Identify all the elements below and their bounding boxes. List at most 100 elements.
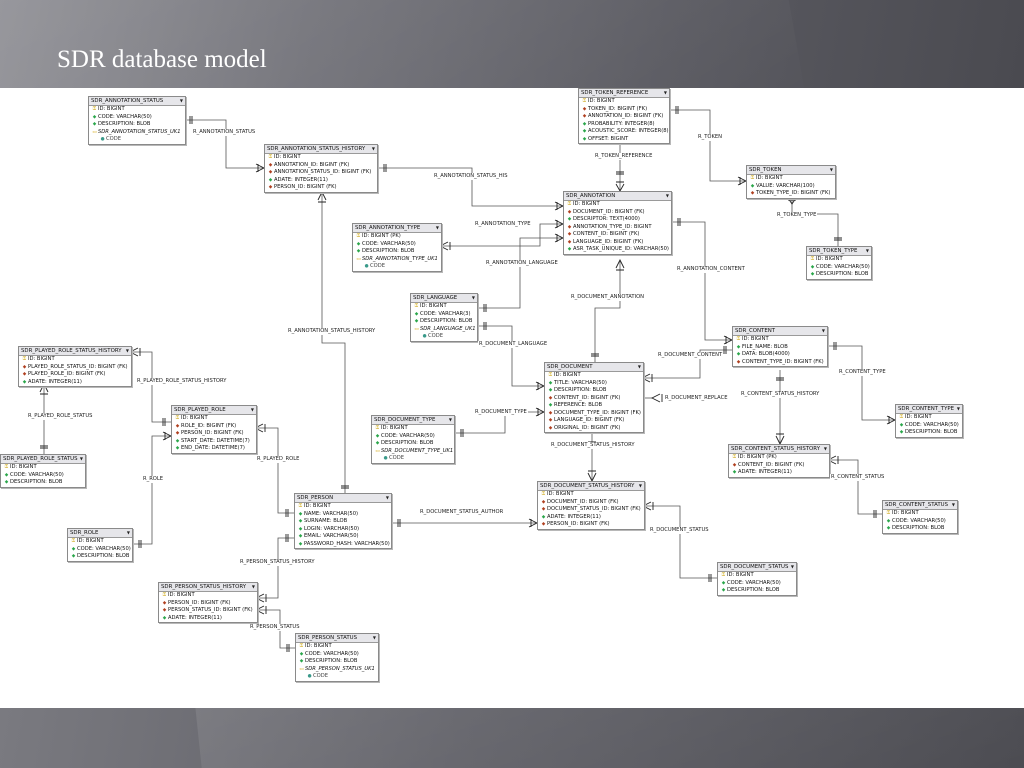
column-icon: ◆ bbox=[71, 546, 76, 552]
table-row: ⚿ID: BIGINT bbox=[807, 256, 871, 264]
table-row: ⚿ID: BIGINT bbox=[883, 510, 957, 518]
column-label: CODE: VARCHAR(50) bbox=[816, 263, 870, 270]
foreign-key-icon: ◆ bbox=[541, 499, 546, 505]
column-label: DESCRIPTION: BLOB bbox=[905, 429, 958, 435]
column-icon: ◆ bbox=[375, 441, 380, 446]
line-r-role bbox=[131, 435, 171, 545]
index-icon: ▭ bbox=[375, 448, 380, 454]
table-row: ◆PLAYED_ROLE_ID: BIGINT (FK) bbox=[19, 371, 131, 379]
table-row: ▭SDR_LANGUAGE_UK1 bbox=[411, 326, 477, 334]
column-label: ADATE: INTEGER(11) bbox=[168, 614, 222, 621]
foreign-key-icon: ◆ bbox=[548, 418, 553, 423]
index-icon: ▭ bbox=[299, 666, 304, 672]
column-icon: ◆ bbox=[4, 480, 9, 485]
table-row: ▭SDR_DOCUMENT_TYPE_UK1 bbox=[372, 448, 454, 456]
relationship-label: R_CONTENT_STATUS_HISTORY bbox=[740, 391, 821, 398]
table-row: ◆ASR_TASK_UNIQUE_ID: VARCHAR(50) bbox=[564, 246, 671, 254]
chevron-down-icon: ▼ bbox=[126, 530, 130, 535]
column-label: CODE: VARCHAR(50) bbox=[892, 517, 946, 524]
table-row: ◆VALUE: VARCHAR(100) bbox=[747, 183, 835, 191]
column-label: CODE bbox=[428, 333, 443, 339]
table-row: ◆ADATE: INTEGER(11) bbox=[538, 514, 644, 522]
table-row: ⚿ID: BIGINT (PK) bbox=[729, 454, 829, 462]
table-row: ⚿ID: BIGINT bbox=[411, 303, 477, 311]
table-name: SDR_PERSON_STATUS_HISTORY bbox=[161, 584, 247, 590]
column-label: CODE: VARCHAR(50) bbox=[10, 471, 64, 478]
relationship-label: R_ANNOTATION_CONTENT bbox=[676, 266, 746, 273]
foreign-key-icon: ◆ bbox=[582, 114, 587, 119]
column-label: SURNAME: BLOB bbox=[304, 518, 348, 524]
table-row: ◆FILE_NAME: BLOB bbox=[733, 344, 827, 352]
column-label: CODE: VARCHAR(50) bbox=[362, 240, 416, 247]
column-label: CODE: VARCHAR(50) bbox=[905, 421, 959, 428]
column-label: ID: BIGINT bbox=[168, 592, 195, 598]
column-label: ID: BIGINT bbox=[381, 425, 408, 431]
key-icon: ⚿ bbox=[899, 415, 904, 420]
line-r-content-type bbox=[826, 345, 895, 421]
column-label: DESCRIPTION: BLOB bbox=[727, 587, 780, 593]
column-label: CONTENT_ID: BIGINT (FK) bbox=[573, 231, 640, 237]
table-header: SDR_CONTENT_STATUS▼ bbox=[883, 501, 957, 510]
line-r-annotation-type bbox=[440, 223, 563, 247]
key-icon: ⚿ bbox=[414, 304, 419, 309]
column-label: ROLE_ID: BIGINT (FK) bbox=[181, 422, 237, 429]
table-header: SDR_PERSON_STATUS_HISTORY▼ bbox=[159, 583, 257, 592]
table-row: ◆DESCRIPTION: BLOB bbox=[411, 318, 477, 326]
key-icon: ⚿ bbox=[175, 416, 180, 421]
table-row: ⚿ID: BIGINT bbox=[747, 175, 835, 183]
table-name: SDR_PLAYED_ROLE_STATUS_HISTORY bbox=[21, 348, 122, 354]
table-header: SDR_DOCUMENT_TYPE▼ bbox=[372, 416, 454, 425]
column-label: ID: BIGINT bbox=[98, 106, 125, 112]
column-label: ID: BIGINT bbox=[756, 175, 783, 181]
column-label: ACOUSTIC_SCORE: INTEGER(8) bbox=[588, 128, 669, 134]
column-icon: ◆ bbox=[298, 534, 303, 539]
table-row: ⚿ID: BIGINT bbox=[265, 154, 377, 162]
relationship-label: R_TOKEN bbox=[697, 134, 724, 141]
column-icon: ◆ bbox=[298, 526, 303, 532]
table-row: ◆CODE: VARCHAR(50) bbox=[718, 580, 796, 588]
table-sdr-annotation-status-history: SDR_ANNOTATION_STATUS_HISTORY▼⚿ID: BIGIN… bbox=[264, 144, 378, 193]
table-row: ◆ACOUSTIC_SCORE: INTEGER(8) bbox=[579, 128, 669, 136]
line-r-annotation-status bbox=[184, 119, 264, 169]
column-label: ID: BIGINT bbox=[573, 201, 600, 207]
table-row: ◆CODE: VARCHAR(50) bbox=[68, 546, 132, 554]
column-icon: ◆ bbox=[268, 177, 273, 183]
table-row: ⚿ID: BIGINT bbox=[172, 415, 256, 423]
column-icon: ◆ bbox=[298, 541, 303, 547]
column-icon: ◆ bbox=[736, 352, 741, 357]
table-row: ⚿ID: BIGINT bbox=[372, 425, 454, 433]
table-name: SDR_ANNOTATION_TYPE bbox=[355, 225, 421, 231]
column-icon: ◆ bbox=[567, 247, 572, 252]
column-icon: ◆ bbox=[886, 526, 891, 531]
table-header: SDR_ANNOTATION_STATUS_HISTORY▼ bbox=[265, 145, 377, 154]
column-icon: ◆ bbox=[4, 472, 9, 478]
key-icon: ⚿ bbox=[548, 373, 553, 378]
column-icon: ◆ bbox=[548, 388, 553, 393]
foreign-key-icon: ◆ bbox=[548, 410, 553, 416]
foreign-key-icon: ◆ bbox=[268, 162, 273, 168]
table-row: ◆CONTENT_ID: BIGINT (FK) bbox=[729, 462, 829, 470]
table-row: ◆CONTENT_ID: BIGINT (FK) bbox=[545, 395, 643, 403]
column-icon: ◆ bbox=[92, 122, 97, 127]
table-row: ◆CODE: VARCHAR(50) bbox=[89, 114, 185, 122]
table-name: SDR_DOCUMENT_TYPE bbox=[374, 417, 436, 423]
table-row: ▭SDR_ANNOTATION_TYPE_UK1 bbox=[353, 256, 441, 264]
line-r-annotation-status-history bbox=[321, 192, 346, 493]
table-header: SDR_DOCUMENT▼ bbox=[545, 363, 643, 372]
chevron-down-icon: ▼ bbox=[637, 364, 641, 369]
column-label: ASR_TASK_UNIQUE_ID: VARCHAR(50) bbox=[573, 246, 669, 252]
table-sdr-person: SDR_PERSON▼⚿ID: BIGINT◆NAME: VARCHAR(50)… bbox=[294, 493, 392, 549]
foreign-key-icon: ◆ bbox=[541, 507, 546, 512]
column-label: ID: BIGINT bbox=[10, 464, 37, 470]
table-row: ◆CONTENT_TYPE_ID: BIGINT (FK) bbox=[733, 359, 827, 367]
relationship-label: R_DOCUMENT_STATUS bbox=[649, 527, 710, 534]
column-icon: ◆ bbox=[810, 264, 815, 270]
table-sdr-annotation: SDR_ANNOTATION▼⚿ID: BIGINT◆DOCUMENT_ID: … bbox=[563, 191, 672, 255]
column-icon: ◆ bbox=[899, 430, 904, 435]
column-label: ADATE: INTEGER(11) bbox=[738, 469, 792, 475]
table-row: ◆DATA: BLOB(4000) bbox=[733, 351, 827, 359]
key-icon: ⚿ bbox=[567, 202, 572, 207]
foreign-key-icon: ◆ bbox=[162, 608, 167, 613]
line-r-document-language bbox=[476, 325, 544, 387]
table-name: SDR_PERSON bbox=[297, 495, 334, 501]
